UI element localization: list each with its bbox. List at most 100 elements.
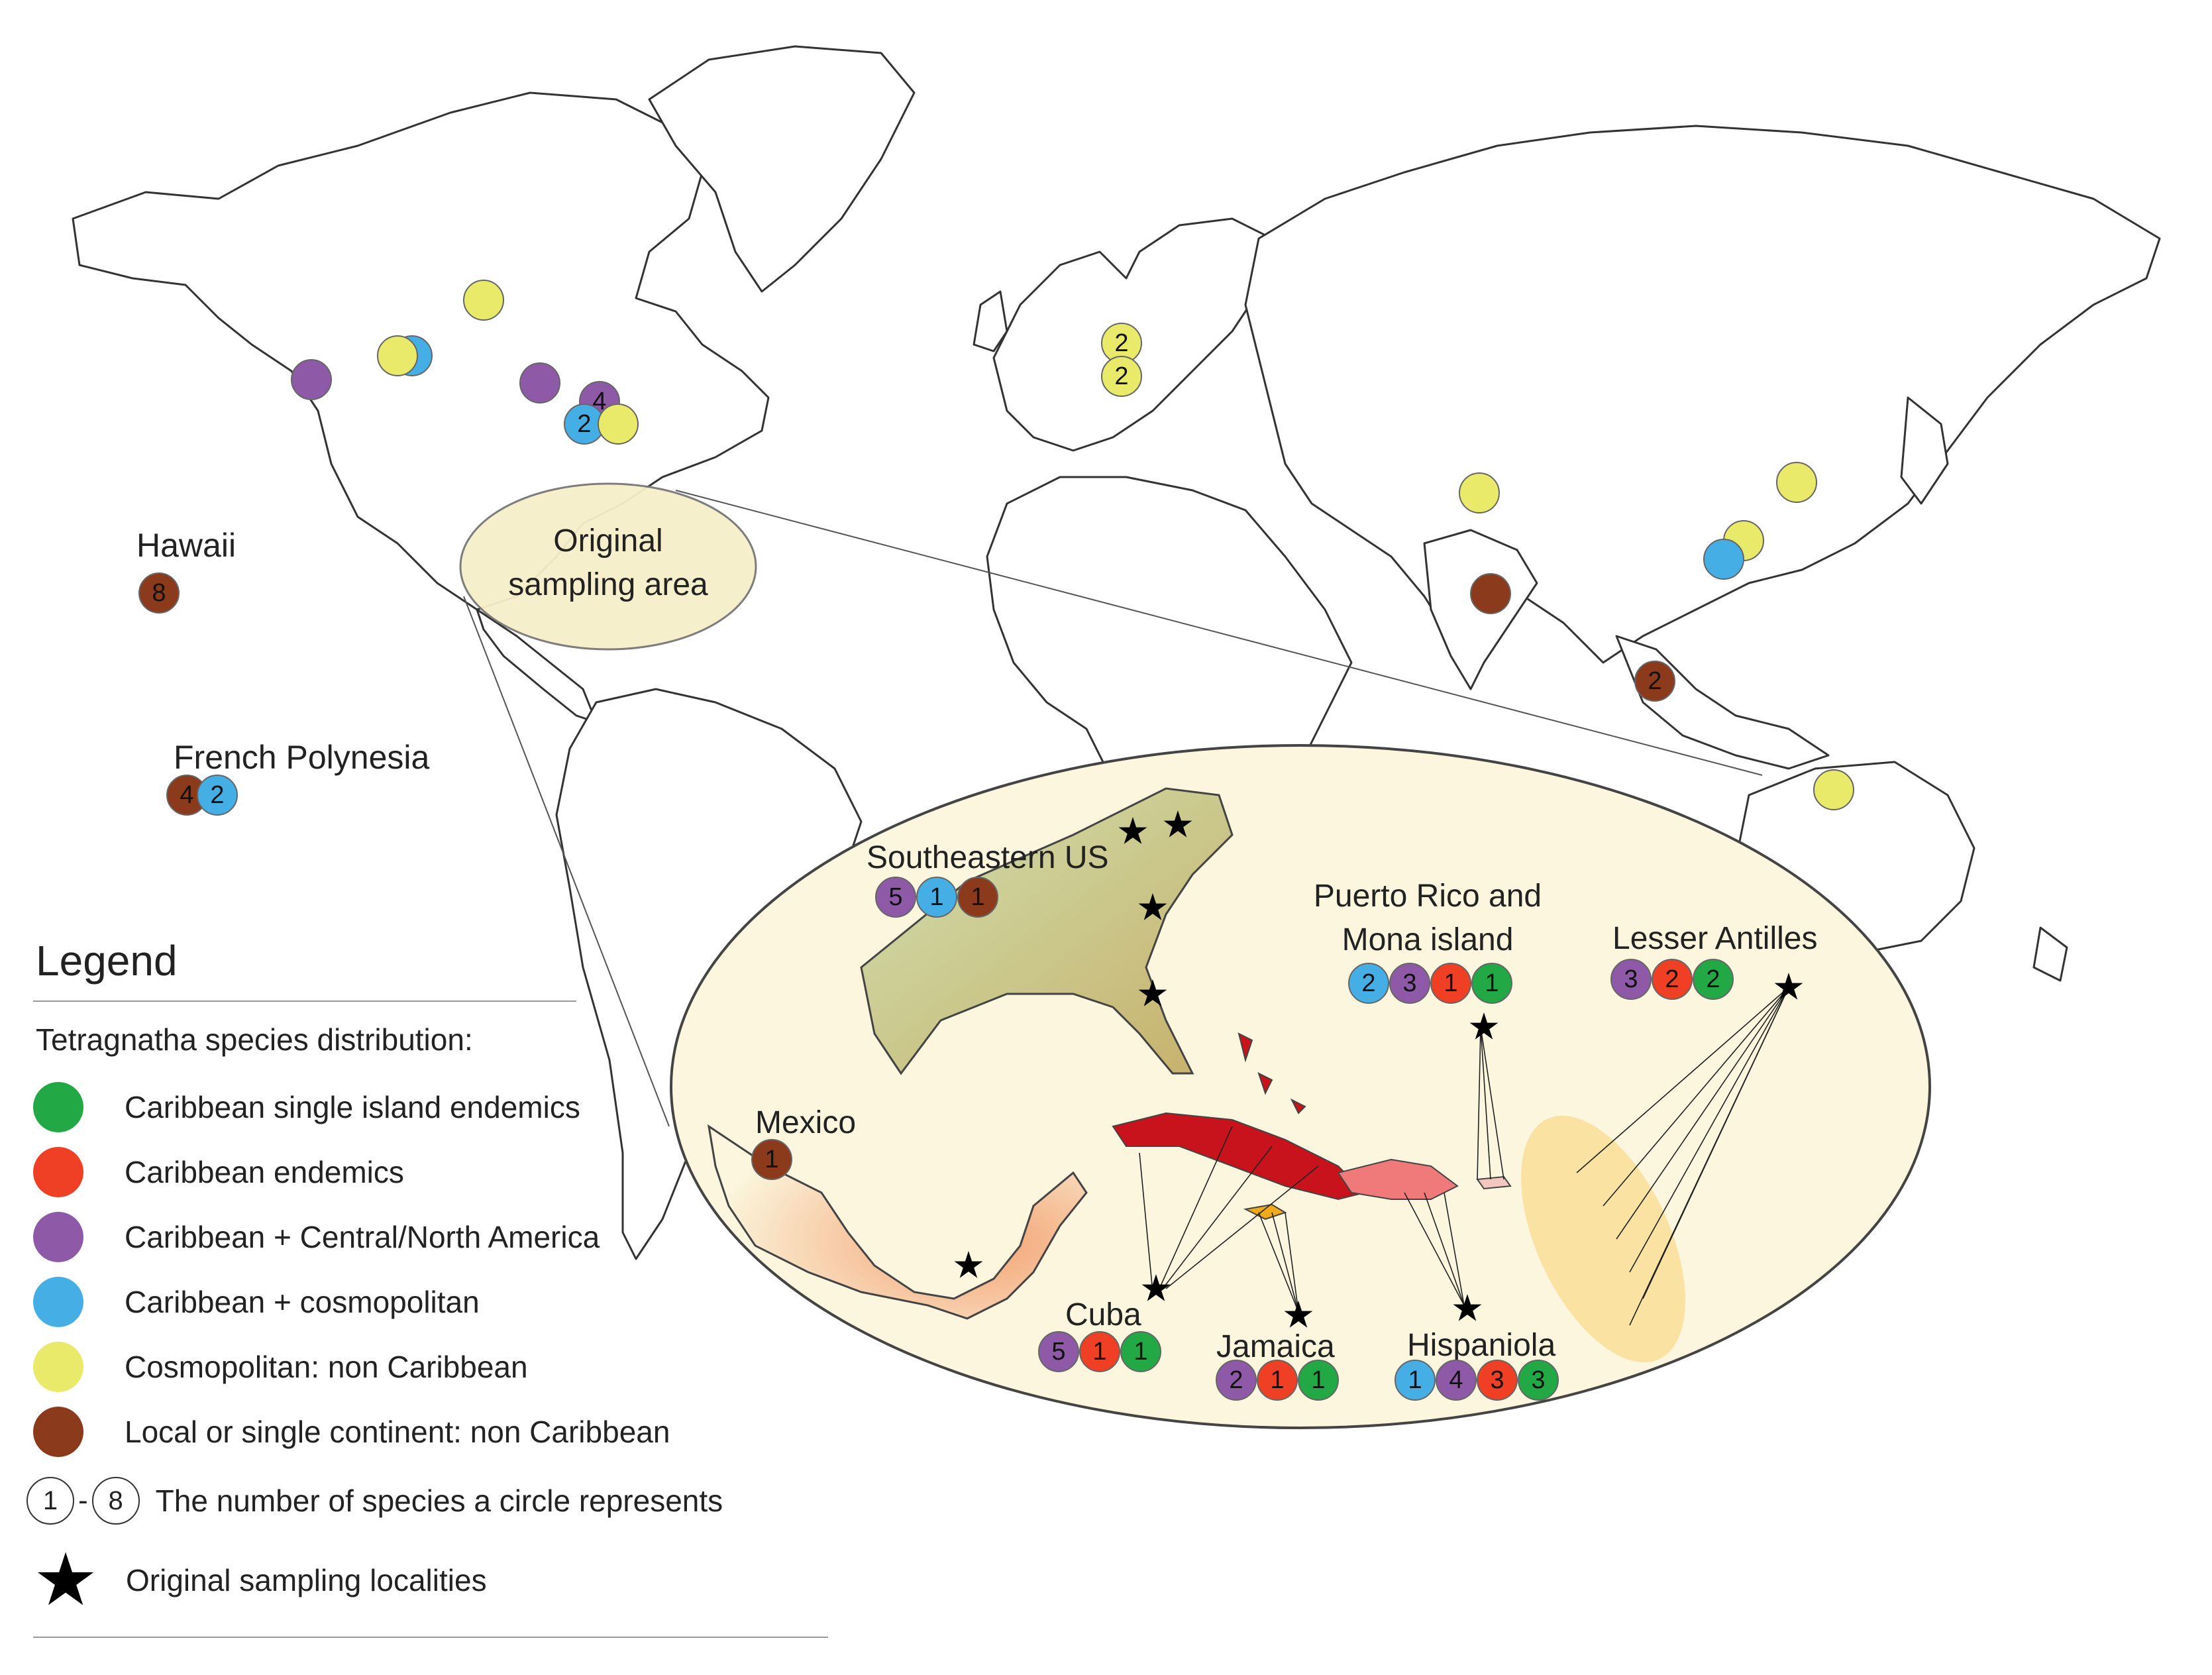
legend-item-label: Caribbean endemics xyxy=(125,1155,404,1189)
legend-item: Cosmopolitan: non Caribbean xyxy=(26,1334,835,1399)
new-zealand-land xyxy=(2032,926,2068,982)
species-circle xyxy=(519,362,560,404)
original-sampling-area: Original sampling area xyxy=(459,482,757,651)
sampling-stars: ★ ★ ★ ★ ★ ★ ★ ★ ★ ★ xyxy=(952,804,1805,1337)
species-circle xyxy=(463,280,504,321)
species-circle xyxy=(1120,1331,1161,1372)
hawaii-label: Hawaii xyxy=(136,527,236,564)
species-circle xyxy=(1395,1360,1436,1401)
mexico-label: Mexico xyxy=(755,1105,856,1140)
legend-swatch xyxy=(33,1277,83,1327)
species-count: 1 xyxy=(1133,1338,1147,1366)
species-count: 1 xyxy=(1485,969,1499,997)
legend-item-label: Cosmopolitan: non Caribbean xyxy=(125,1350,528,1384)
sampling-area-label-1: Original xyxy=(553,523,662,559)
species-circle xyxy=(1471,963,1512,1004)
caribbean-inset: ★ ★ ★ ★ ★ ★ ★ ★ ★ ★ Southeastern US Mexi… xyxy=(670,744,1931,1429)
star-icon: ★ xyxy=(1116,810,1149,853)
legend-item: Caribbean + Central/North America xyxy=(26,1205,835,1270)
species-count: 8 xyxy=(152,579,166,607)
species-count: 2 xyxy=(1229,1366,1243,1394)
legend-item: Caribbean endemics xyxy=(26,1140,835,1205)
star-icon: ★ xyxy=(1136,973,1169,1016)
species-circle xyxy=(751,1139,792,1180)
species-circle xyxy=(1693,959,1734,1000)
lesser-antilles-area xyxy=(1521,1115,1685,1363)
legend-divider xyxy=(33,1000,576,1002)
species-circle xyxy=(1518,1360,1559,1401)
species-circle xyxy=(1470,573,1511,614)
species-count: 3 xyxy=(1531,1366,1545,1394)
species-count: 2 xyxy=(210,781,224,809)
species-count: 1 xyxy=(929,883,943,911)
species-count: 3 xyxy=(1490,1366,1504,1394)
french-polynesia-label: French Polynesia xyxy=(174,739,429,776)
species-count: 5 xyxy=(888,883,902,911)
asia-land xyxy=(1244,125,2161,664)
star-icon: ★ xyxy=(1161,804,1194,847)
species-count: 1 xyxy=(971,883,984,911)
species-circle xyxy=(957,877,998,918)
species-circle xyxy=(1079,1331,1120,1372)
star-icon: ★ xyxy=(952,1244,985,1287)
puerto-rico-label-1: Puerto Rico and xyxy=(1314,879,1542,914)
star-icon: ★ xyxy=(1772,966,1805,1009)
species-count: 1 xyxy=(1311,1366,1325,1394)
legend-swatch xyxy=(33,1407,83,1457)
species-circle xyxy=(1776,462,1817,503)
japan-land xyxy=(1900,396,1949,505)
species-circle xyxy=(377,335,418,376)
legend-item: Caribbean + cosmopolitan xyxy=(26,1270,835,1334)
star-icon: ★ xyxy=(1451,1287,1484,1330)
species-count: 1 xyxy=(1408,1366,1422,1394)
legend: Legend Tetragnatha species distribution:… xyxy=(26,934,835,1638)
uk-land xyxy=(973,290,1008,352)
species-circle xyxy=(1389,963,1430,1004)
legend-item: Local or single continent: non Caribbean xyxy=(26,1399,835,1464)
species-count: 2 xyxy=(1114,329,1128,357)
dispersal-arrows xyxy=(1139,987,1789,1326)
species-circle xyxy=(1459,472,1500,513)
legend-bottom-divider xyxy=(33,1637,828,1638)
species-count: 3 xyxy=(1402,969,1416,997)
species-circle xyxy=(1257,1360,1298,1401)
species-circle xyxy=(1436,1360,1477,1401)
southeastern-us-label: Southeastern US xyxy=(867,840,1109,875)
species-circle xyxy=(1610,959,1652,1000)
sampling-area-label-2: sampling area xyxy=(508,567,708,602)
species-circle xyxy=(1652,959,1693,1000)
species-count: 1 xyxy=(764,1146,778,1173)
star-icon: ★ xyxy=(32,1539,99,1621)
species-count: 5 xyxy=(1051,1338,1065,1366)
species-circle xyxy=(291,359,332,400)
species-count: 3 xyxy=(1624,965,1638,993)
cuba-land xyxy=(1112,1112,1366,1201)
legend-item: Caribbean single island endemics xyxy=(26,1075,835,1140)
species-count: 1 xyxy=(1270,1366,1284,1394)
legend-title: Legend xyxy=(36,937,178,985)
species-circle xyxy=(1813,769,1854,810)
puerto-rico-land xyxy=(1476,1175,1512,1190)
species-circle xyxy=(1101,356,1142,397)
star-icon: ★ xyxy=(1467,1006,1501,1049)
species-circle xyxy=(916,877,957,918)
legend-swatch xyxy=(33,1342,83,1392)
puerto-rico-label-2: Mona island xyxy=(1342,922,1514,957)
landmasses xyxy=(72,45,2161,1260)
species-circle xyxy=(1216,1360,1257,1401)
lesser-antilles-label: Lesser Antilles xyxy=(1612,921,1818,956)
range-dash: - xyxy=(78,1484,88,1517)
species-count: 2 xyxy=(577,410,591,438)
legend-item-label: Caribbean + cosmopolitan xyxy=(125,1285,480,1319)
species-circle xyxy=(1634,661,1675,702)
bahamas-islands xyxy=(1238,1032,1306,1114)
legend-items: Caribbean single island endemics Caribbe… xyxy=(26,1075,835,1464)
cuba-label: Cuba xyxy=(1065,1297,1141,1332)
range-min-circle: 1 xyxy=(26,1477,74,1525)
range-label: The number of species a circle represent… xyxy=(155,1484,723,1518)
legend-item-label: Caribbean + Central/North America xyxy=(125,1220,600,1254)
southeastern-us-land xyxy=(860,787,1234,1075)
star-icon: ★ xyxy=(1136,887,1169,930)
